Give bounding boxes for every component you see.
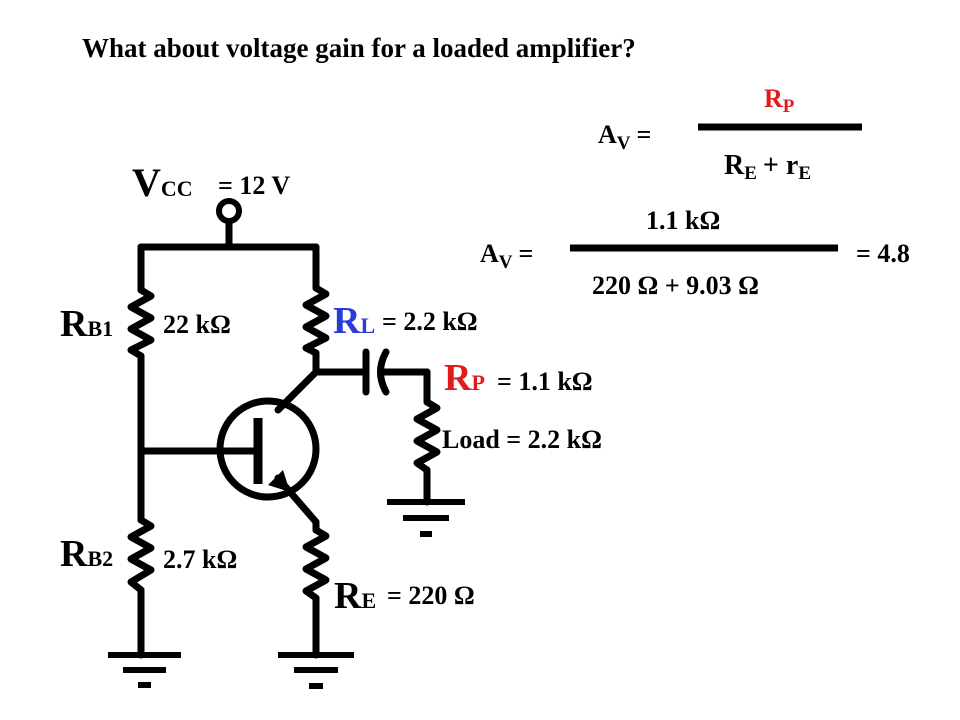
rb2-resistor bbox=[127, 516, 155, 594]
rl-resistor bbox=[302, 284, 330, 357]
ground-symbol-emitter bbox=[278, 652, 354, 689]
re-value: = 220 Ω bbox=[387, 581, 475, 610]
load-label: Load = 2.2 kΩ bbox=[442, 425, 602, 454]
rb2-value: 2.7 kΩ bbox=[163, 545, 237, 574]
rl-value: = 2.2 kΩ bbox=[382, 307, 478, 336]
gain-formula-symbolic: AV= RP RE+ rE bbox=[598, 84, 862, 184]
rb2-label: RB2 bbox=[60, 533, 113, 575]
ground-symbol-left bbox=[108, 652, 181, 688]
formula2-denominator: 220 Ω + 9.03 Ω bbox=[592, 271, 759, 300]
rb1-label: RB1 bbox=[60, 303, 113, 345]
vcc-label: VCC bbox=[132, 160, 193, 205]
rb1-resistor bbox=[127, 286, 155, 360]
rp-label: RP bbox=[444, 357, 485, 399]
formula2-result: = 4.8 bbox=[856, 239, 910, 268]
gain-formula-numeric: AV= 1.1 kΩ 220 Ω + 9.03 Ω = 4.8 bbox=[480, 206, 910, 300]
formula1-lhs: AV= bbox=[598, 120, 651, 154]
re-label: RE bbox=[334, 575, 376, 617]
vcc-value: = 12 V bbox=[218, 171, 290, 200]
load-resistor bbox=[413, 398, 441, 474]
formula1-denominator: RE+ rE bbox=[724, 150, 811, 184]
vcc-terminal bbox=[216, 198, 242, 224]
ground-symbol-load bbox=[387, 499, 465, 537]
slide-title: What about voltage gain for a loaded amp… bbox=[82, 33, 636, 63]
formula2-lhs: AV= bbox=[480, 239, 533, 273]
emitter-arrow-icon bbox=[268, 470, 290, 492]
npn-transistor bbox=[216, 397, 320, 501]
rl-label: RL bbox=[333, 300, 375, 342]
formula1-numerator: RP bbox=[764, 84, 795, 117]
formula2-numerator: 1.1 kΩ bbox=[646, 206, 720, 235]
circuit-wires bbox=[137, 218, 431, 659]
rp-value: = 1.1 kΩ bbox=[497, 367, 593, 396]
re-resistor bbox=[302, 526, 330, 602]
rb1-value: 22 kΩ bbox=[163, 310, 231, 339]
